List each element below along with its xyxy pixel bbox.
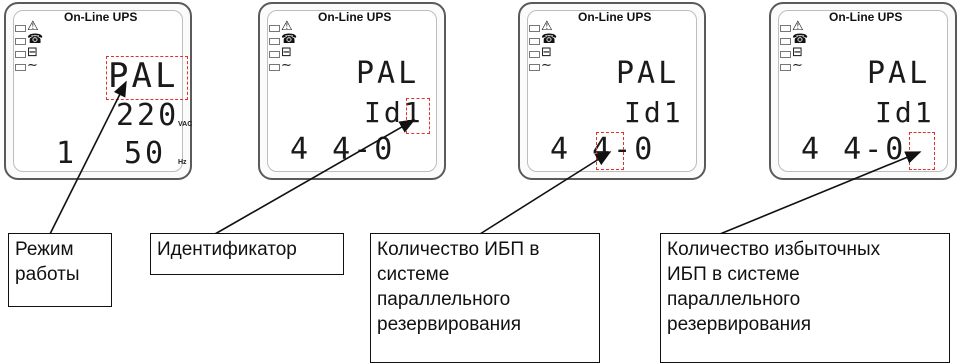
highlight-redundant-count [909,132,935,170]
arrow-id [214,119,416,235]
warning-led [780,25,791,32]
warning-led [269,25,280,32]
bypass-icon: ☎ [541,32,558,47]
warning-icon: ⚠ [281,19,293,34]
ups-display-panel-2: On-Line UPS ⚠ ☎ ⊟ ∼ PAL Id1 4 4-0 [258,2,446,180]
panel-bezel [527,10,697,172]
status-icons: ⚠ ☎ ⊟ ∼ [780,19,820,74]
callout-line: параллельного [667,289,801,310]
ac-led [15,64,26,71]
battery-led [269,51,280,58]
callout-line: Режим [15,239,74,260]
callout-line: Количество ИБП в [377,239,540,260]
ac-led [780,64,791,71]
lcd-line-1: PAL [356,56,420,91]
unit-vac: VAC [178,121,193,128]
lcd-line-1: PAL [867,56,931,91]
callout-line: системе [377,264,450,285]
unit-hz: Hz [178,159,187,166]
arrow-mode [49,80,127,235]
callout-line: резервирования [667,314,812,335]
ac-icon: ∼ [281,58,292,73]
arrow-redundant-count [719,151,922,235]
battery-icon: ⊟ [541,45,552,60]
status-icons: ⚠ ☎ ⊟ ∼ [269,19,309,74]
warning-icon: ⚠ [27,19,39,34]
callout-line: Идентификатор [157,239,297,260]
ac-led [529,64,540,71]
battery-led [15,51,26,58]
lcd-line-1: PAL [616,56,680,91]
battery-icon: ⊟ [27,45,38,60]
status-icons: ⚠ ☎ ⊟ ∼ [15,19,55,74]
warning-icon: ⚠ [541,19,553,34]
callout-line: резервирования [377,314,522,335]
ups-display-panel-4: On-Line UPS ⚠ ☎ ⊟ ∼ PAL Id1 4 4-0 [769,2,957,180]
bypass-icon: ☎ [281,32,298,47]
callout-ups-count: Количество ИБП в системе параллельного р… [370,233,600,363]
callout-line: ИБП в системе [667,264,800,285]
ac-icon: ∼ [541,58,552,73]
battery-icon: ⊟ [281,45,292,60]
panel-bezel [267,10,437,172]
callout-line: параллельного [377,289,511,310]
lcd-line-2: 220 [116,98,180,133]
lcd-line-3a: 1 [56,136,78,171]
ups-display-panel-1: On-Line UPS ⚠ ☎ ⊟ ∼ PAL 220 VAC 1 50 Hz [4,2,192,180]
ups-display-panel-3: On-Line UPS ⚠ ☎ ⊟ ∼ PAL Id1 4 4-0 [518,2,706,180]
battery-led [780,51,791,58]
highlight-ups-count [596,132,624,170]
lcd-line-2: Id1 [875,96,935,129]
panel-bezel [13,10,183,172]
highlight-mode [106,56,188,100]
bypass-icon: ☎ [27,32,44,47]
bypass-led [15,38,26,45]
bypass-led [529,38,540,45]
status-icons: ⚠ ☎ ⊟ ∼ [529,19,569,74]
panel-title: On-Line UPS [318,10,392,24]
warning-led [15,25,26,32]
ac-icon: ∼ [27,58,38,73]
battery-icon: ⊟ [792,45,803,60]
bypass-led [269,38,280,45]
panel-title: On-Line UPS [829,10,903,24]
highlight-id [406,98,430,134]
lcd-line-3: 4 4-0 [801,132,907,167]
callout-line: Количество избыточных [667,239,881,260]
bypass-icon: ☎ [792,32,809,47]
ac-icon: ∼ [792,58,803,73]
ac-led [269,64,280,71]
callout-id: Идентификатор [150,233,344,275]
lcd-line-3b: 50 [124,136,167,171]
bypass-led [780,38,791,45]
panel-title: On-Line UPS [578,10,652,24]
callout-redundant-count: Количество избыточных ИБП в системе пара… [660,233,950,363]
battery-led [529,51,540,58]
callout-line: работы [15,264,80,285]
panel-bezel [778,10,948,172]
panel-title: On-Line UPS [64,10,138,24]
lcd-line-2: Id1 [624,96,684,129]
arrow-ups-count [479,151,612,235]
warning-icon: ⚠ [792,19,804,34]
callout-mode: Режим работы [8,233,112,307]
warning-led [529,25,540,32]
